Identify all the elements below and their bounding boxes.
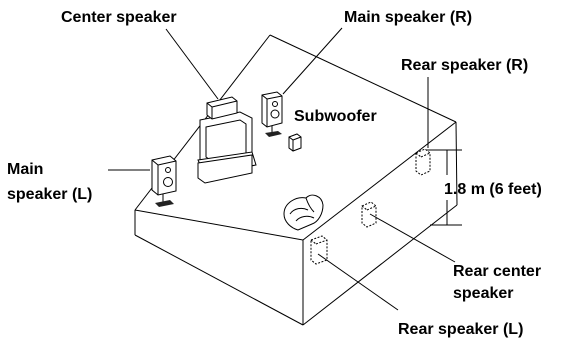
label-rear-speaker-r: Rear speaker (R): [401, 57, 528, 74]
center-speaker-icon: [206, 96, 238, 120]
rear-speaker-r-icon: [415, 148, 431, 176]
main-speaker-r-icon: [261, 91, 283, 137]
subwoofer-icon: [288, 133, 302, 152]
label-main-speaker-r: Main speaker (R): [344, 9, 472, 26]
label-rear-center-line1: Rear center: [453, 263, 541, 280]
label-main-speaker-l-line2: speaker (L): [7, 186, 92, 203]
label-rear-center-line2: speaker: [453, 285, 514, 302]
rear-speaker-l-icon: [310, 235, 328, 265]
tv-set: [197, 111, 257, 184]
leader-lines: [108, 27, 462, 311]
label-rear-speaker-l: Rear speaker (L): [398, 321, 523, 338]
room-box: [134, 34, 458, 326]
main-speaker-l-icon: [151, 155, 177, 207]
label-main-speaker-l-line1: Main: [7, 161, 43, 178]
armchair-icon: [283, 194, 324, 231]
label-height: 1.8 m (6 feet): [444, 181, 542, 198]
rear-center-speaker-icon: [361, 201, 377, 228]
label-center-speaker: Center speaker: [61, 9, 177, 26]
label-subwoofer: Subwoofer: [294, 108, 377, 125]
